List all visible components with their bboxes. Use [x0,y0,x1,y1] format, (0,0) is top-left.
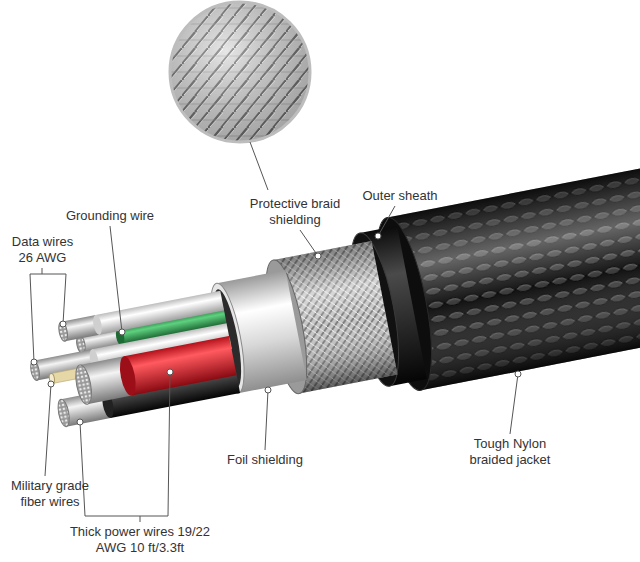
bracket-line [80,372,170,522]
callout-label: Tough Nylon braided jacket [455,436,565,468]
leader-line [265,390,268,450]
callout-label: Foil shielding [215,452,315,468]
data-tip [57,321,69,342]
leader-line [378,206,395,236]
callout-label: Thick power wires 19/22 AWG 10 ft/3.3ft [65,524,215,556]
callout-label: Military grade fiber wires [0,478,100,510]
leader-dots [31,233,521,425]
leader-dot [167,369,173,375]
leader-dot [60,321,66,327]
power-tip [73,364,94,406]
leader-line [510,374,518,434]
magnifier-rim [170,2,310,142]
leader-dot [31,359,37,365]
callout-label: Protective braid shielding [235,196,355,228]
power-insulation [124,336,237,396]
callout-label: Data wires 26 AWG [5,234,80,266]
leader-lines [30,142,518,522]
power-cap [117,355,138,397]
data-cap [92,314,104,335]
callout-label: Outer sheath [350,188,450,204]
leader-dot [315,253,321,259]
leader-dot [119,329,125,335]
leader-dot [515,371,521,377]
bracket-line [30,268,66,362]
power-tip [56,398,71,427]
leader-dot [265,387,271,393]
leader-dot [375,233,381,239]
leader-line [250,142,268,190]
leader-line [110,226,122,332]
leader-dot [77,419,83,425]
leader-line [45,384,51,476]
magnifier-inset [170,2,310,142]
leader-dot [48,381,54,387]
cable-body [15,137,640,462]
callout-label: Grounding wire [55,208,165,224]
leader-line [300,230,318,256]
